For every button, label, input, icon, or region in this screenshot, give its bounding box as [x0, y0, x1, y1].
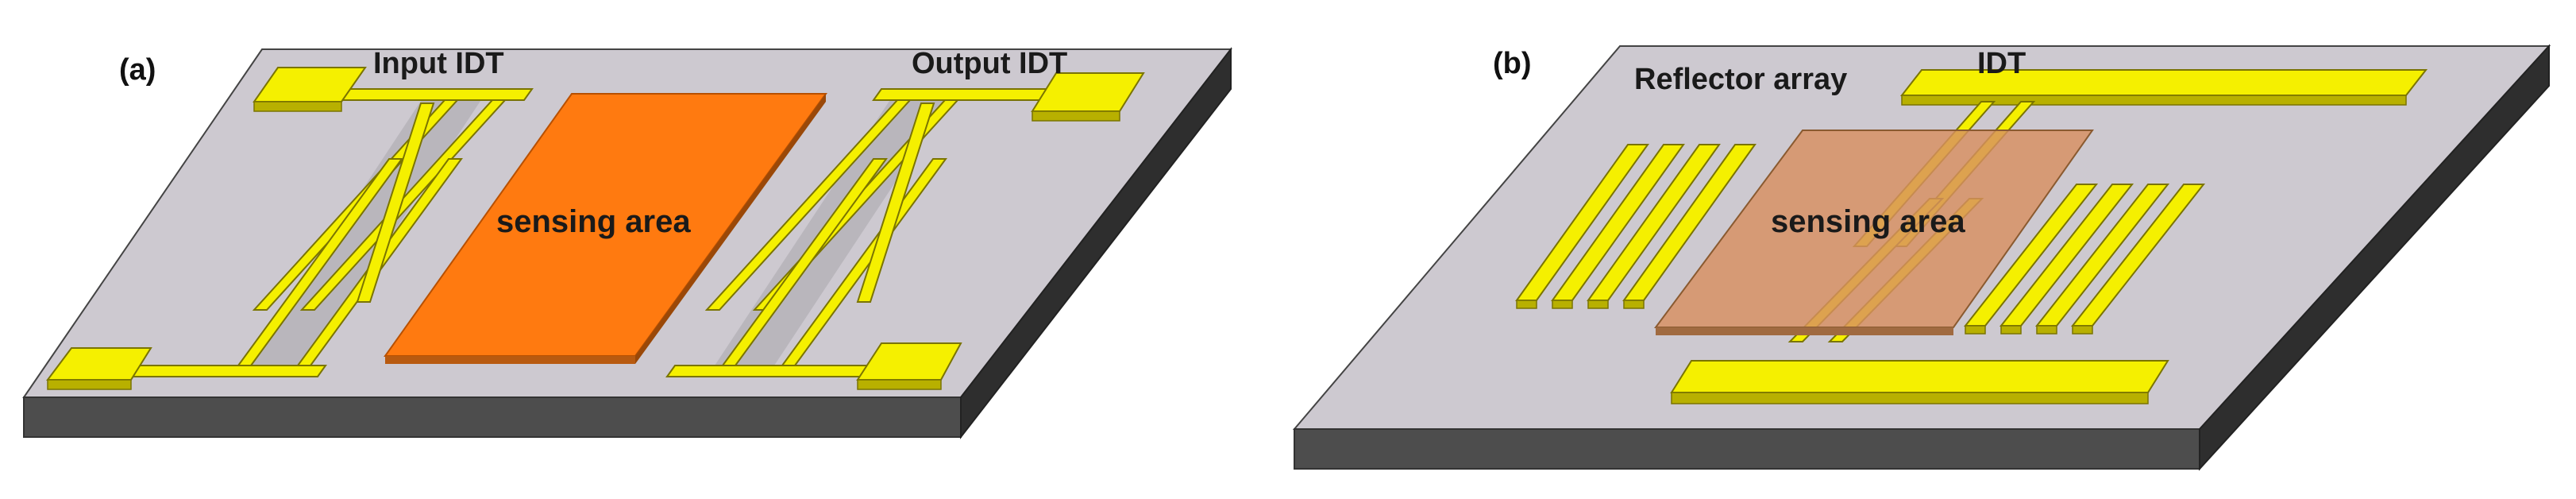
- reflector-array-right: [1963, 184, 2206, 335]
- panel-a-substrate-front: [23, 396, 962, 438]
- panel-a-label: (a): [119, 53, 156, 87]
- panel-b-sensing-area: [1654, 130, 2094, 335]
- reflector-array-left: [1515, 144, 1757, 309]
- panel-a-substrate-side: [960, 47, 1232, 439]
- input-idt-label: Input IDT: [373, 47, 504, 80]
- panel-b-substrate-front: [1294, 428, 2200, 470]
- output-idt-label: Output IDT: [912, 47, 1067, 80]
- panel-b-label: (b): [1493, 47, 1532, 80]
- panel-a-sensing-label: sensing area: [496, 204, 691, 239]
- output-idt: [665, 72, 1145, 390]
- panel-b: (b) Reflector array IDT sensing area: [1292, 44, 2551, 471]
- reflector-array-label: Reflector array: [1634, 63, 1847, 96]
- panel-b-substrate-side: [2199, 44, 2550, 471]
- panel-a: (a) Input IDT Output IDT sensing area: [22, 47, 1233, 439]
- input-idt: [46, 67, 534, 390]
- panel-a-sensing-area: [384, 93, 827, 364]
- panel-b-sensing-label: sensing area: [1771, 204, 1965, 239]
- idt-label: IDT: [1977, 47, 2026, 80]
